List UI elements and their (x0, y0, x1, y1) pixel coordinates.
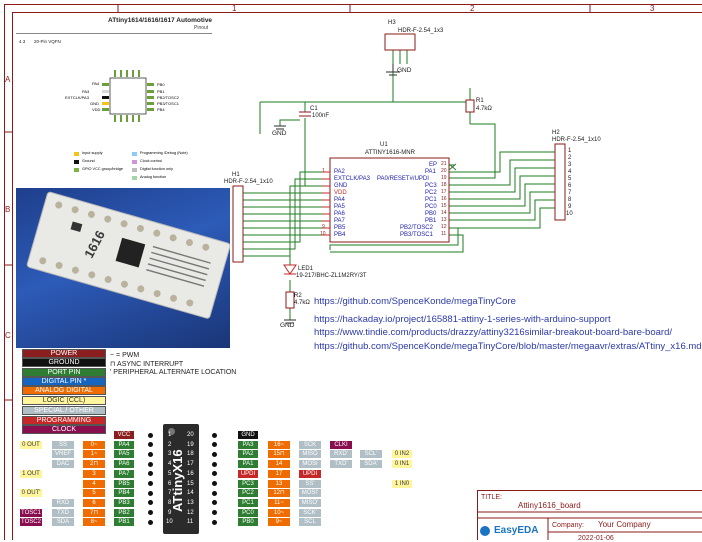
title-label: TITLE: (481, 494, 502, 501)
easyeda-logo-text: EasyEDA (494, 526, 538, 536)
company-label: Company: (552, 522, 584, 529)
date-value: 2022-01-06 (578, 535, 614, 542)
easyeda-logo-icon (480, 526, 490, 536)
company-value: Your Company (598, 521, 651, 529)
title-value: Attiny1616_board (518, 502, 581, 510)
